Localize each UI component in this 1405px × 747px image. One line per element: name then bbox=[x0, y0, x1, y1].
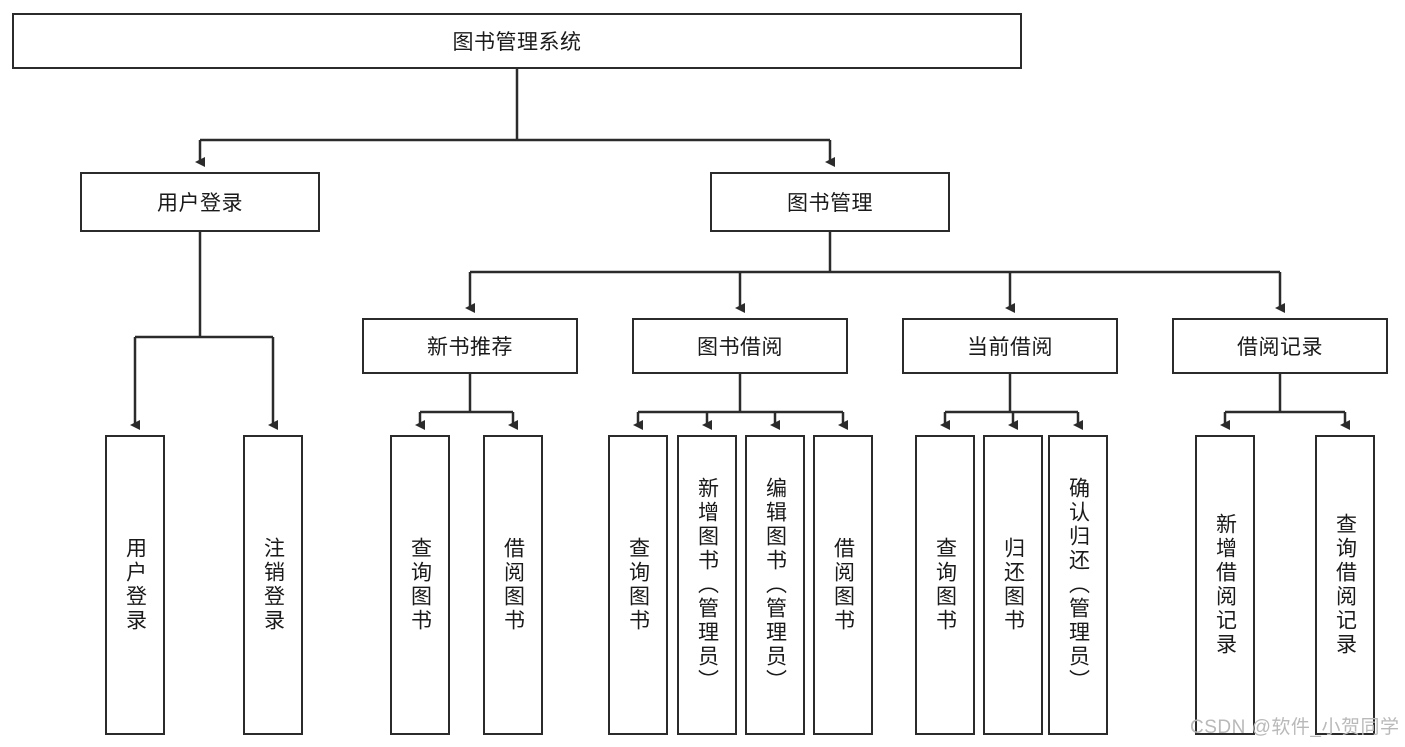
leaf-node-7-label: 借阅图书 bbox=[831, 537, 855, 633]
leaf-node-8[interactable]: 查询图书 bbox=[915, 435, 975, 735]
leaf-node-10[interactable]: 确认归还（管理员） bbox=[1048, 435, 1108, 735]
leaf-node-5-label: 新增图书（管理员） bbox=[695, 477, 719, 693]
leaf-node-9-label: 归还图书 bbox=[1001, 537, 1025, 633]
level3-node-3-label: 借阅记录 bbox=[1237, 336, 1323, 359]
leaf-node-0-label: 用户登录 bbox=[123, 537, 147, 633]
leaf-node-3[interactable]: 借阅图书 bbox=[483, 435, 543, 735]
level3-node-3[interactable]: 借阅记录 bbox=[1172, 318, 1388, 374]
level3-node-0-label: 新书推荐 bbox=[427, 336, 513, 359]
level3-node-1[interactable]: 图书借阅 bbox=[632, 318, 848, 374]
root-node-book-management-system-label: 图书管理系统 bbox=[452, 31, 582, 54]
leaf-node-3-label: 借阅图书 bbox=[501, 537, 525, 633]
level3-node-2-label: 当前借阅 bbox=[967, 336, 1053, 359]
level2-node-0[interactable]: 用户登录 bbox=[80, 172, 320, 232]
level2-node-1-label: 图书管理 bbox=[787, 192, 873, 215]
leaf-node-11[interactable]: 新增借阅记录 bbox=[1195, 435, 1255, 735]
level2-node-0-label: 用户登录 bbox=[157, 192, 243, 215]
leaf-node-6-label: 编辑图书（管理员） bbox=[763, 477, 787, 693]
level3-node-2[interactable]: 当前借阅 bbox=[902, 318, 1118, 374]
root-node-book-management-system[interactable]: 图书管理系统 bbox=[12, 13, 1022, 69]
level3-node-0[interactable]: 新书推荐 bbox=[362, 318, 578, 374]
leaf-node-12[interactable]: 查询借阅记录 bbox=[1315, 435, 1375, 735]
leaf-node-0[interactable]: 用户登录 bbox=[105, 435, 165, 735]
leaf-node-1-label: 注销登录 bbox=[261, 537, 285, 633]
leaf-node-2[interactable]: 查询图书 bbox=[390, 435, 450, 735]
level3-node-1-label: 图书借阅 bbox=[697, 336, 783, 359]
leaf-node-4-label: 查询图书 bbox=[626, 537, 650, 633]
leaf-node-11-label: 新增借阅记录 bbox=[1213, 513, 1237, 657]
leaf-node-4[interactable]: 查询图书 bbox=[608, 435, 668, 735]
leaf-node-5[interactable]: 新增图书（管理员） bbox=[677, 435, 737, 735]
leaf-node-6[interactable]: 编辑图书（管理员） bbox=[745, 435, 805, 735]
leaf-node-7[interactable]: 借阅图书 bbox=[813, 435, 873, 735]
leaf-node-8-label: 查询图书 bbox=[933, 537, 957, 633]
level2-node-1[interactable]: 图书管理 bbox=[710, 172, 950, 232]
leaf-node-2-label: 查询图书 bbox=[408, 537, 432, 633]
leaf-node-1[interactable]: 注销登录 bbox=[243, 435, 303, 735]
csdn-watermark: CSDN @软件_小贺同学 bbox=[1190, 717, 1400, 738]
leaf-node-10-label: 确认归还（管理员） bbox=[1066, 477, 1090, 693]
leaf-node-9[interactable]: 归还图书 bbox=[983, 435, 1043, 735]
leaf-node-12-label: 查询借阅记录 bbox=[1333, 513, 1357, 657]
